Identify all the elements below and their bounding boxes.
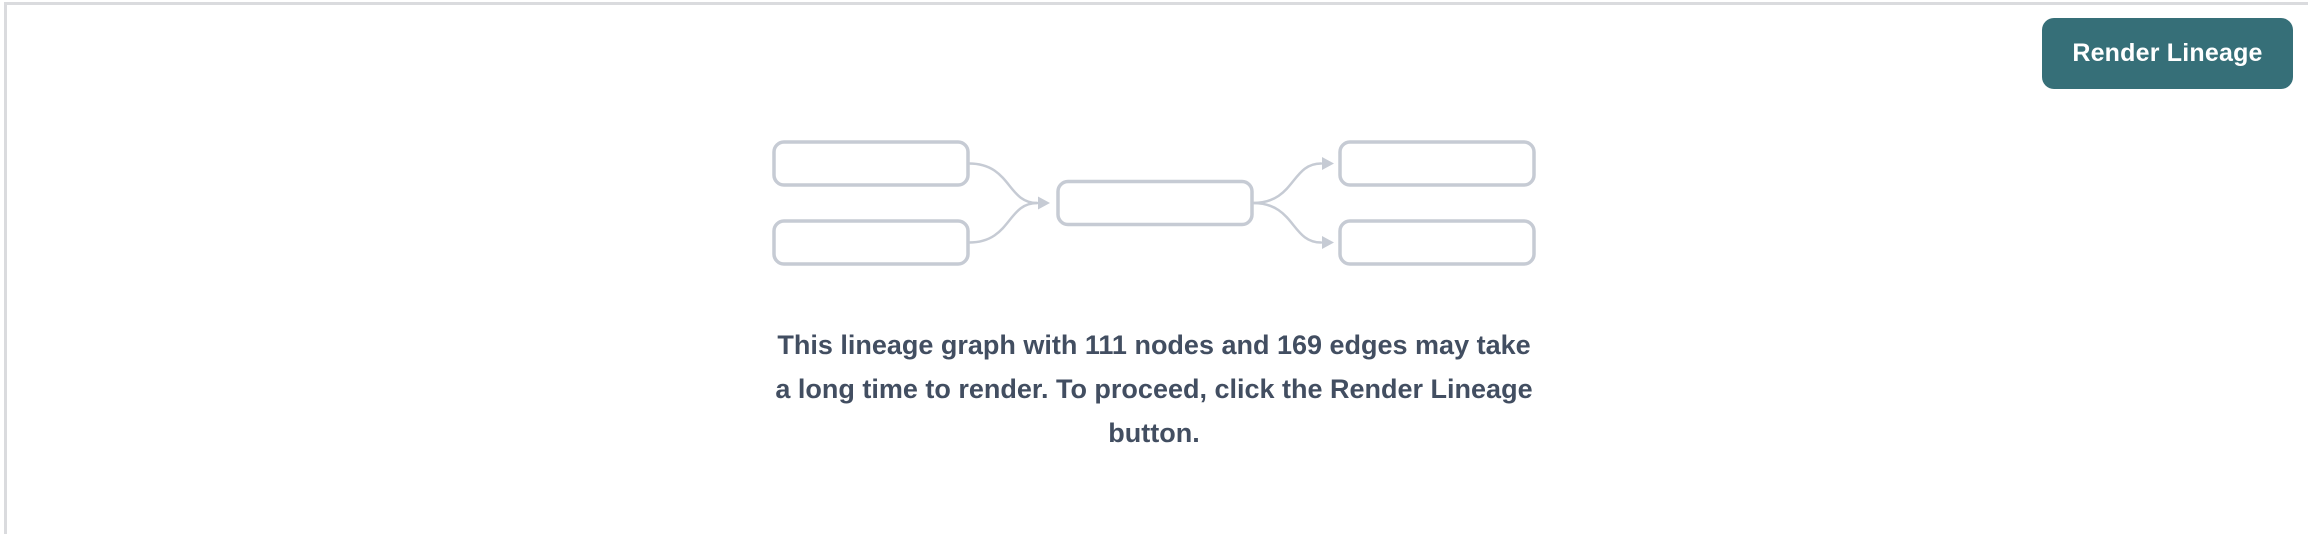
lineage-graph-placeholder-graphic [772, 140, 1536, 266]
lineage-warning-line: This lineage graph with 111 nodes and 16… [777, 330, 1531, 360]
lineage-preview-panel: This lineage graph with 111 nodes and 16… [772, 140, 1536, 455]
lineage-node [1338, 140, 1536, 187]
lineage-edge [967, 201, 1039, 244]
arrowhead-icon [1322, 236, 1334, 249]
arrowhead-icon [1322, 157, 1334, 170]
lineage-node [1056, 179, 1254, 227]
lineage-warning-line: a long time to render. To proceed, click… [775, 374, 1533, 404]
lineage-warning-message: This lineage graph with 111 nodes and 16… [775, 323, 1532, 455]
lineage-node [772, 140, 970, 187]
pane-top-divider [4, 2, 2308, 5]
render-lineage-button[interactable]: Render Lineage [2042, 18, 2293, 89]
pane-left-divider [4, 2, 7, 534]
lineage-edge [967, 162, 1039, 205]
lineage-edge [1251, 162, 1323, 205]
lineage-warning-line: button. [1108, 418, 1200, 448]
lineage-node [772, 219, 970, 266]
arrowhead-icon [1038, 196, 1050, 210]
lineage-node [1338, 219, 1536, 266]
lineage-edge [1251, 201, 1323, 244]
